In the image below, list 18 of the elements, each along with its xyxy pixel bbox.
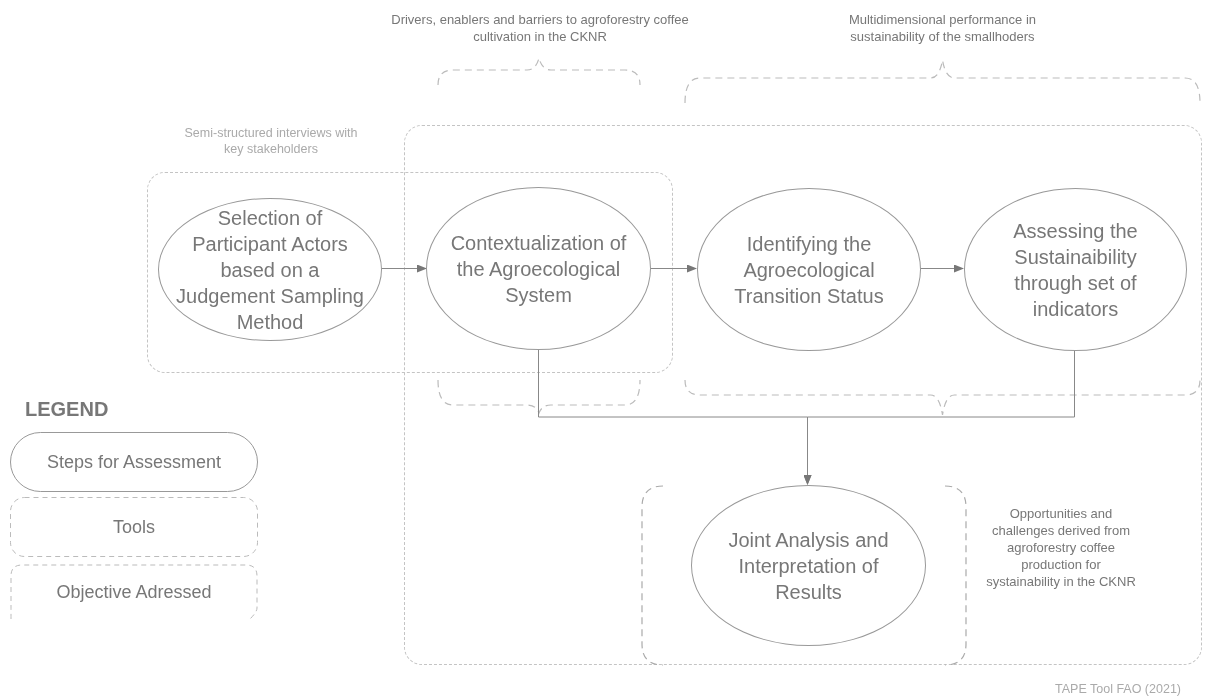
legend-title: LEGEND — [25, 398, 109, 421]
objective-text: Opportunities and challenges derived from agroforestry coffee production for systainability in the CKNR — [986, 506, 1136, 591]
step-ellipse: Contextualization of the Agroecological System — [426, 187, 651, 350]
arrow — [380, 264, 427, 273]
arrow — [803, 349, 1075, 485]
tool-label: TAPE Tool FAO (2021) — [1054, 681, 1181, 698]
objective-text: Drivers, enablers and barriers to agroforestry coffee cultivation in the CKNR — [390, 12, 690, 46]
legend-text: Steps for Assessment — [45, 451, 223, 473]
objective-text: Multidimensional performance in sustainability of the smallhoders — [847, 12, 1038, 46]
arrow — [650, 264, 697, 273]
step-ellipse: Assessing the Sustainaibility through set of indicators — [964, 188, 1187, 351]
arrow — [919, 264, 964, 273]
step-ellipse: Identifying the Agroecological Transition Status — [697, 188, 921, 351]
legend-text: Tools — [112, 516, 156, 538]
step-ellipse: Joint Analysis and Interpretation of Results — [691, 485, 926, 646]
step-ellipse: Selection of Participant Actors based on a Judgement Sampling Method — [158, 198, 382, 341]
legend-text: Objective Adressed — [55, 581, 213, 603]
tool-label: Semi-structured interviews with key stakeholders — [183, 125, 359, 158]
